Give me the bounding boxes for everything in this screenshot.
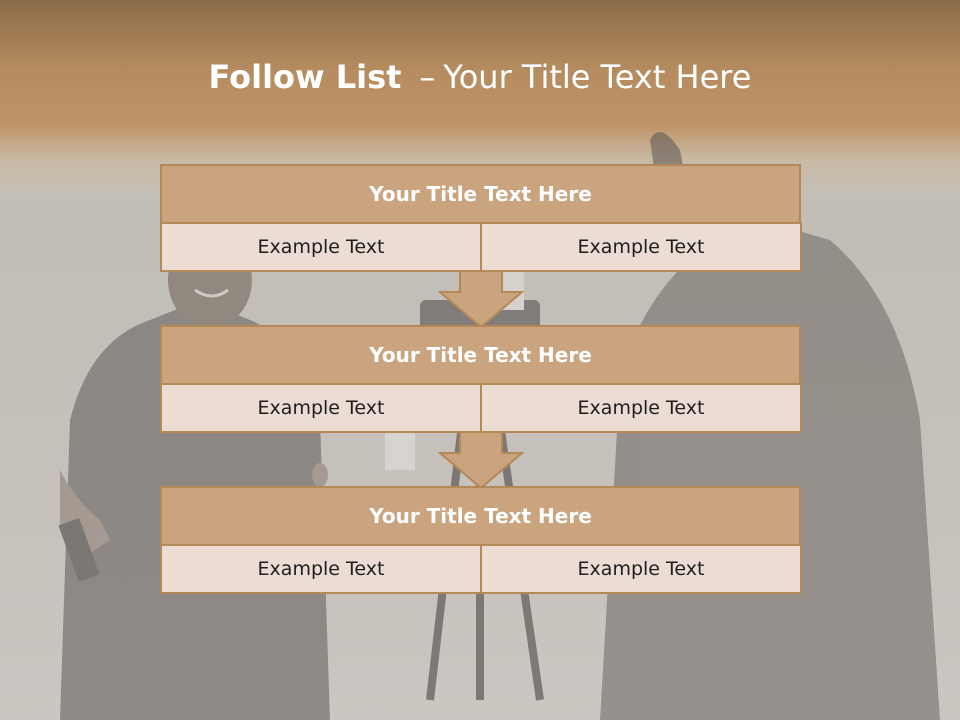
- title-subtitle: Your Title Text Here: [443, 58, 752, 96]
- list-block-1: Your Title Text Here Example Text Exampl…: [160, 164, 802, 272]
- block-cell-left: Example Text: [160, 222, 482, 272]
- block-cell-right: Example Text: [480, 383, 802, 433]
- list-block-2: Your Title Text Here Example Text Exampl…: [160, 325, 802, 433]
- block-cell-left: Example Text: [160, 544, 482, 594]
- block-header: Your Title Text Here: [160, 164, 801, 224]
- title-separator: –: [419, 58, 436, 96]
- block-header: Your Title Text Here: [160, 325, 801, 385]
- block-cell-right: Example Text: [480, 222, 802, 272]
- slide-title: Follow List – Your Title Text Here: [0, 52, 960, 102]
- block-cell-right: Example Text: [480, 544, 802, 594]
- block-header: Your Title Text Here: [160, 486, 801, 546]
- down-arrow-icon: [438, 431, 524, 489]
- block-cell-left: Example Text: [160, 383, 482, 433]
- list-block-3: Your Title Text Here Example Text Exampl…: [160, 486, 802, 594]
- title-main: Follow List: [208, 58, 402, 96]
- down-arrow-icon: [438, 270, 524, 328]
